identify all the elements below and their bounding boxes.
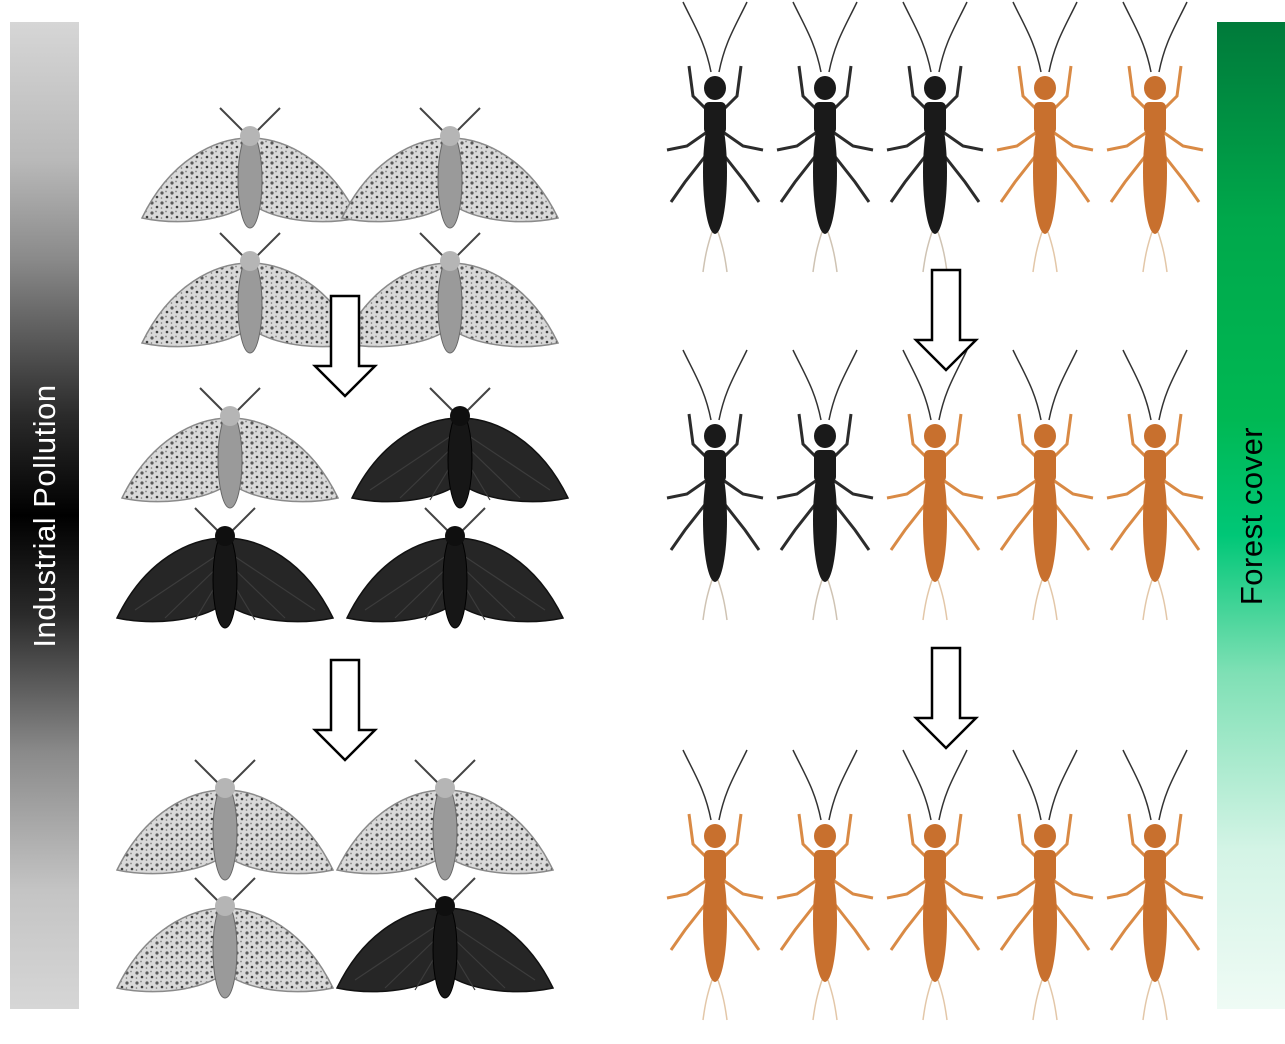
stonefly-orange-15: [1107, 750, 1203, 1020]
moth-panel: [100, 0, 600, 1044]
stonefly-dark-7: [777, 350, 873, 620]
forest-cover-label: Forest cover: [1234, 426, 1270, 604]
stonefly-orange-11: [667, 750, 763, 1020]
moth-light-3: [142, 233, 358, 353]
stonefly-orange-5: [1107, 2, 1203, 272]
moth-light-9: [117, 760, 333, 880]
stonefly-down-arrow-1: [916, 270, 976, 370]
stonefly-dark-1: [667, 2, 763, 272]
moth-light-1: [142, 108, 358, 228]
stonefly-dark-3: [887, 2, 983, 272]
stonefly-down-arrow-2: [916, 648, 976, 748]
stonefly-dark-6: [667, 350, 763, 620]
moth-down-arrow-2: [315, 660, 375, 760]
stonefly-dark-2: [777, 2, 873, 272]
forest-cover-gradient-bar: Forest cover: [1217, 22, 1285, 1009]
moth-dark-7: [117, 508, 333, 628]
industrial-pollution-gradient-bar: Industrial Pollution: [10, 22, 79, 1009]
stonefly-orange-4: [997, 2, 1093, 272]
insect-panel: [660, 0, 1220, 1044]
stonefly-orange-13: [887, 750, 983, 1020]
moth-light-10: [337, 760, 553, 880]
stonefly-orange-8: [887, 350, 983, 620]
moth-light-5: [122, 388, 338, 508]
industrial-pollution-label: Industrial Pollution: [27, 384, 63, 647]
moth-light-11: [117, 878, 333, 998]
moth-light-4: [342, 233, 558, 353]
moth-dark-6: [352, 388, 568, 508]
stonefly-orange-14: [997, 750, 1093, 1020]
moth-light-2: [342, 108, 558, 228]
moth-dark-12: [337, 878, 553, 998]
insect-generations-graphic: [660, 0, 1220, 1044]
moth-dark-8: [347, 508, 563, 628]
stonefly-orange-9: [997, 350, 1093, 620]
stonefly-orange-12: [777, 750, 873, 1020]
moth-generations-graphic: [100, 0, 600, 1044]
stonefly-orange-10: [1107, 350, 1203, 620]
